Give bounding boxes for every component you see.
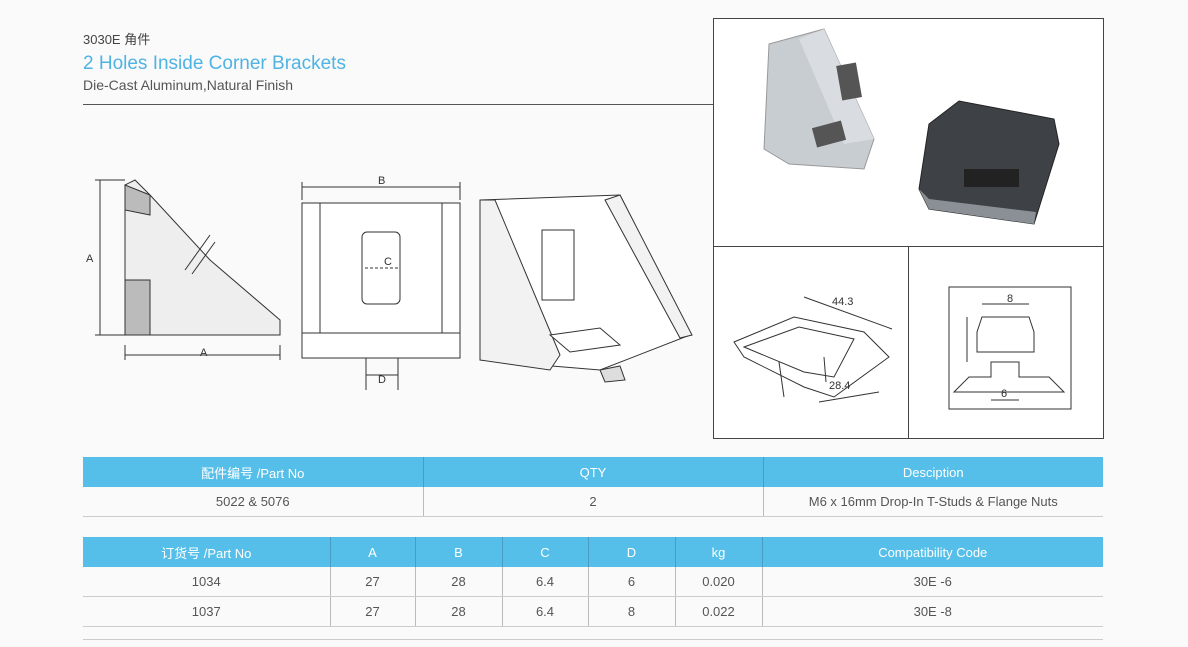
- front-view-drawing: [301, 182, 461, 390]
- column-header: C: [501, 537, 588, 567]
- table-cell: 1034: [83, 567, 330, 597]
- table-cell: 1037: [83, 596, 330, 627]
- column-header: 订货号 /Part No: [83, 537, 330, 567]
- table-cell: M6 x 16mm Drop-In T-Studs & Flange Nuts: [762, 487, 1103, 517]
- table-cell: 6.4: [501, 567, 588, 597]
- table-cell: 27: [329, 596, 415, 627]
- column-header: D: [587, 537, 675, 567]
- table-row: 1034 27 28 6.4 6 0.020 30E -6: [83, 567, 1103, 597]
- table-cell: 8: [587, 596, 675, 627]
- product-photos-panel: 44.3 28.4 8 6: [713, 18, 1104, 439]
- table-cell: 0.020: [674, 567, 762, 597]
- header-divider: [83, 104, 713, 105]
- table-cell: 6: [587, 567, 675, 597]
- column-header: B: [414, 537, 502, 567]
- table-row: 1037 27 28 6.4 8 0.022 30E -8: [83, 596, 1103, 627]
- table-cell: 5022 & 5076: [83, 487, 423, 517]
- table-cell: 2: [422, 487, 763, 517]
- column-header: 配件编号 /Part No: [83, 457, 423, 487]
- table-cell: 0.022: [674, 596, 762, 627]
- label-dim-6: 6: [1001, 388, 1007, 400]
- product-photo: [763, 28, 1060, 225]
- product-subtitle: Die-Cast Aluminum,Natural Finish: [83, 77, 294, 93]
- part-spec-table: 订货号 /Part No A B C D kg Compatibility Co…: [83, 537, 1103, 627]
- label-b: B: [378, 175, 385, 187]
- column-header: QTY: [422, 457, 763, 487]
- table-cell: 30E -6: [761, 567, 1103, 597]
- table-cell: 28: [414, 567, 502, 597]
- panel-divider-vertical: [908, 246, 909, 438]
- label-dim-8: 8: [1007, 293, 1013, 305]
- table-cell: 30E -8: [761, 596, 1103, 627]
- label-a-horizontal: A: [200, 347, 208, 359]
- category-label: 3030E 角件: [83, 32, 151, 47]
- label-c: C: [384, 256, 392, 268]
- accessory-table: 配件编号 /Part No QTY Desciption 5022 & 5076…: [83, 457, 1103, 517]
- tstud-drawing: 44.3 28.4: [733, 296, 893, 403]
- flange-nut-drawing: 8 6: [948, 286, 1072, 410]
- footer-divider: [83, 639, 1103, 640]
- table-cell: 6.4: [501, 596, 588, 627]
- table-header-row: 配件编号 /Part No QTY Desciption: [83, 457, 1103, 487]
- isometric-drawing: [479, 194, 693, 383]
- product-title: 2 Holes Inside Corner Brackets: [83, 53, 346, 74]
- table-cell: 27: [329, 567, 415, 597]
- table-row: 5022 & 5076 2 M6 x 16mm Drop-In T-Studs …: [83, 487, 1103, 517]
- table-header-row: 订货号 /Part No A B C D kg Compatibility Co…: [83, 537, 1103, 567]
- label-d: D: [378, 374, 386, 386]
- label-dim-44-3: 44.3: [832, 296, 853, 308]
- technical-drawings: A A B C D: [86, 175, 693, 390]
- label-a-vertical: A: [86, 253, 94, 265]
- column-header: Compatibility Code: [761, 537, 1103, 567]
- column-header: kg: [674, 537, 762, 567]
- table-cell: 28: [414, 596, 502, 627]
- column-header: A: [329, 537, 415, 567]
- side-view-drawing: [95, 179, 281, 360]
- column-header: Desciption: [762, 457, 1103, 487]
- label-dim-28-4: 28.4: [829, 380, 850, 392]
